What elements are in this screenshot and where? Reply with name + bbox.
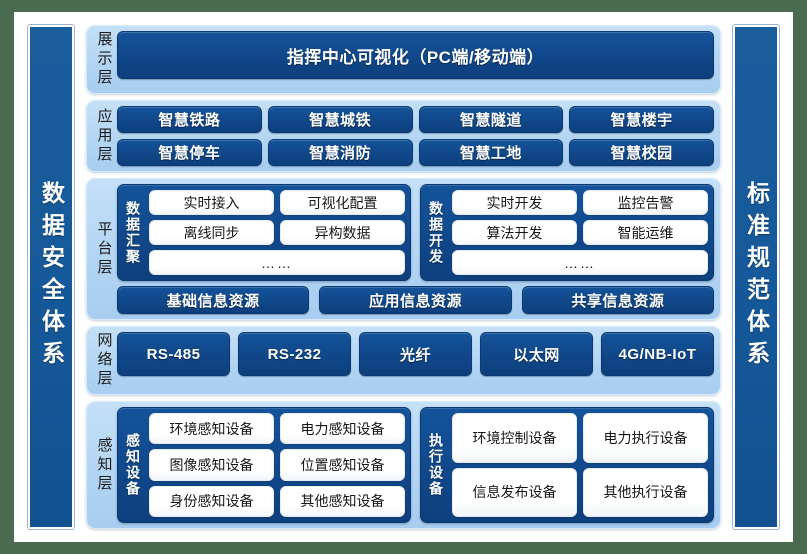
development-row-more: ……: [452, 250, 708, 275]
resource-application-information[interactable]: 应用信息资源: [319, 286, 512, 314]
cell-realtime-ingest[interactable]: 实时接入: [149, 190, 274, 215]
group-data-development-cells: 实时开发 监控告警 算法开发 智能运维 ……: [452, 190, 708, 275]
group-data-aggregation-title: 数据汇聚: [125, 200, 141, 265]
app-smart-building[interactable]: 智慧楼宇: [569, 106, 714, 133]
cell-environment-sensing[interactable]: 环境感知设备: [149, 413, 274, 445]
cell-environment-control[interactable]: 环境控制设备: [452, 413, 577, 463]
group-actuator-devices-title: 执行设备: [428, 433, 444, 497]
aggregation-row-1: 实时接入 可视化配置: [149, 190, 405, 215]
application-grid: 智慧铁路 智慧城铁 智慧隧道 智慧楼宇 智慧停车 智慧消防 智慧工地 智慧校园: [117, 106, 714, 166]
group-data-aggregation-cells: 实时接入 可视化配置 离线同步 异构数据 ……: [149, 190, 405, 275]
cell-image-sensing[interactable]: 图像感知设备: [149, 449, 274, 481]
layer-application-label: 应用层: [95, 107, 113, 165]
cell-visual-config[interactable]: 可视化配置: [280, 190, 405, 215]
pillar-right-label: 标准规范体系: [743, 181, 770, 373]
layer-network-label-cell: 网络层: [91, 332, 117, 389]
layer-perception: 感知层 感知设备 环境感知设备 电力感知设备: [86, 401, 721, 529]
app-smart-construction-site[interactable]: 智慧工地: [418, 139, 564, 166]
group-data-aggregation: 数据汇聚 实时接入 可视化配置 离线同步 异构数据: [117, 184, 411, 281]
group-actuator-devices-title-cell: 执行设备: [426, 413, 446, 517]
group-data-development-title: 数据开发: [428, 200, 444, 265]
layer-application-label-cell: 应用层: [91, 106, 117, 166]
app-smart-firefighting[interactable]: 智慧消防: [267, 139, 413, 166]
pillar-data-security: 数据安全体系: [28, 25, 74, 529]
layer-application: 应用层 智慧铁路 智慧城铁 智慧隧道 智慧楼宇 智慧停车 智慧消防 智慧工地 智…: [86, 100, 721, 172]
development-row-2: 算法开发 智能运维: [452, 220, 708, 245]
layer-network-label: 网络层: [95, 332, 113, 389]
cell-aggregation-more[interactable]: ……: [149, 250, 405, 275]
group-data-aggregation-title-cell: 数据汇聚: [123, 190, 143, 275]
layer-platform-label: 平台层: [95, 220, 113, 278]
cell-other-actuator[interactable]: 其他执行设备: [583, 467, 708, 517]
actuator-row-1: 环境控制设备 电力执行设备: [452, 413, 708, 463]
network-ethernet[interactable]: 以太网: [480, 332, 593, 376]
cell-heterogeneous-data[interactable]: 异构数据: [280, 220, 405, 245]
layer-perception-body: 感知设备 环境感知设备 电力感知设备 图像感知设备 位置感知设备: [117, 407, 714, 523]
network-rs232[interactable]: RS-232: [238, 332, 351, 376]
pillar-left-label: 数据安全体系: [38, 181, 65, 373]
development-row-1: 实时开发 监控告警: [452, 190, 708, 215]
button-command-center-visualization[interactable]: 指挥中心可视化（PC端/移动端）: [117, 31, 714, 79]
sensing-row-2: 图像感知设备 位置感知设备: [149, 449, 405, 481]
cell-monitoring-alarm[interactable]: 监控告警: [583, 190, 708, 215]
group-sensing-devices-title: 感知设备: [125, 433, 141, 497]
sensing-row-3: 身份感知设备 其他感知设备: [149, 485, 405, 517]
cell-development-more[interactable]: ……: [452, 250, 708, 275]
display-row: 指挥中心可视化（PC端/移动端）: [117, 31, 714, 79]
layer-display-label-cell: 展示层: [91, 31, 117, 88]
cell-offline-sync[interactable]: 离线同步: [149, 220, 274, 245]
app-smart-tunnel[interactable]: 智慧隧道: [418, 106, 564, 133]
network-rs485[interactable]: RS-485: [117, 332, 230, 376]
layer-perception-label: 感知层: [95, 436, 113, 494]
cell-power-actuator[interactable]: 电力执行设备: [583, 413, 708, 463]
resource-basic-information[interactable]: 基础信息资源: [117, 286, 310, 314]
platform-resources-row: 基础信息资源 应用信息资源 共享信息资源: [117, 286, 714, 314]
layer-stack: 展示层 指挥中心可视化（PC端/移动端） 应用层 智慧铁路 智慧城铁 智慧隧道 …: [86, 25, 721, 529]
group-actuator-devices: 执行设备 环境控制设备 电力执行设备 信息发布设备 其他执行设备: [420, 407, 714, 523]
perception-groups: 感知设备 环境感知设备 电力感知设备 图像感知设备 位置感知设备: [117, 407, 714, 523]
cell-algorithm-development[interactable]: 算法开发: [452, 220, 577, 245]
layer-application-body: 智慧铁路 智慧城铁 智慧隧道 智慧楼宇 智慧停车 智慧消防 智慧工地 智慧校园: [117, 106, 714, 166]
layer-display-label: 展示层: [95, 31, 113, 88]
layer-display-body: 指挥中心可视化（PC端/移动端）: [117, 31, 714, 88]
app-smart-campus[interactable]: 智慧校园: [569, 139, 714, 166]
cell-information-release[interactable]: 信息发布设备: [452, 467, 577, 517]
layer-network: 网络层 RS-485 RS-232 光纤 以太网 4G/NB-IoT: [86, 326, 721, 395]
group-sensing-devices-cells: 环境感知设备 电力感知设备 图像感知设备 位置感知设备 身份感知设备 其他感知设…: [149, 413, 405, 517]
actuator-row-2: 信息发布设备 其他执行设备: [452, 467, 708, 517]
app-smart-metro[interactable]: 智慧城铁: [267, 106, 413, 133]
group-data-development: 数据开发 实时开发 监控告警 算法开发 智能运维: [420, 184, 714, 281]
layer-platform-body: 数据汇聚 实时接入 可视化配置 离线同步 异构数据: [117, 184, 714, 314]
layer-platform-label-cell: 平台层: [91, 184, 117, 314]
group-actuator-devices-cells: 环境控制设备 电力执行设备 信息发布设备 其他执行设备: [452, 413, 708, 517]
pillar-standards: 标准规范体系: [733, 25, 779, 529]
layer-perception-label-cell: 感知层: [91, 407, 117, 523]
group-data-development-title-cell: 数据开发: [426, 190, 446, 275]
cell-other-sensing[interactable]: 其他感知设备: [280, 485, 405, 517]
aggregation-row-2: 离线同步 异构数据: [149, 220, 405, 245]
cell-realtime-development[interactable]: 实时开发: [452, 190, 577, 215]
cell-intelligent-ops[interactable]: 智能运维: [583, 220, 708, 245]
group-sensing-devices: 感知设备 环境感知设备 电力感知设备 图像感知设备 位置感知设备: [117, 407, 411, 523]
network-grid: RS-485 RS-232 光纤 以太网 4G/NB-IoT: [117, 332, 714, 376]
network-fiber[interactable]: 光纤: [359, 332, 472, 376]
app-smart-parking[interactable]: 智慧停车: [117, 139, 262, 166]
cell-identity-sensing[interactable]: 身份感知设备: [149, 485, 274, 517]
platform-groups: 数据汇聚 实时接入 可视化配置 离线同步 异构数据: [117, 184, 714, 281]
layer-network-body: RS-485 RS-232 光纤 以太网 4G/NB-IoT: [117, 332, 714, 389]
resource-shared-information[interactable]: 共享信息资源: [521, 286, 714, 314]
network-4g-nbiot[interactable]: 4G/NB-IoT: [601, 332, 714, 376]
sensing-row-1: 环境感知设备 电力感知设备: [149, 413, 405, 445]
architecture-diagram-page: 数据安全体系 标准规范体系 展示层 指挥中心可视化（PC端/移动端） 应用层 智: [14, 12, 793, 542]
group-sensing-devices-title-cell: 感知设备: [123, 413, 143, 517]
app-smart-railway[interactable]: 智慧铁路: [117, 106, 262, 133]
layer-display: 展示层 指挥中心可视化（PC端/移动端）: [86, 25, 721, 94]
aggregation-row-more: ……: [149, 250, 405, 275]
layer-platform: 平台层 数据汇聚 实时接入 可视化配置: [86, 178, 721, 320]
cell-power-sensing[interactable]: 电力感知设备: [280, 413, 405, 445]
cell-location-sensing[interactable]: 位置感知设备: [280, 449, 405, 481]
